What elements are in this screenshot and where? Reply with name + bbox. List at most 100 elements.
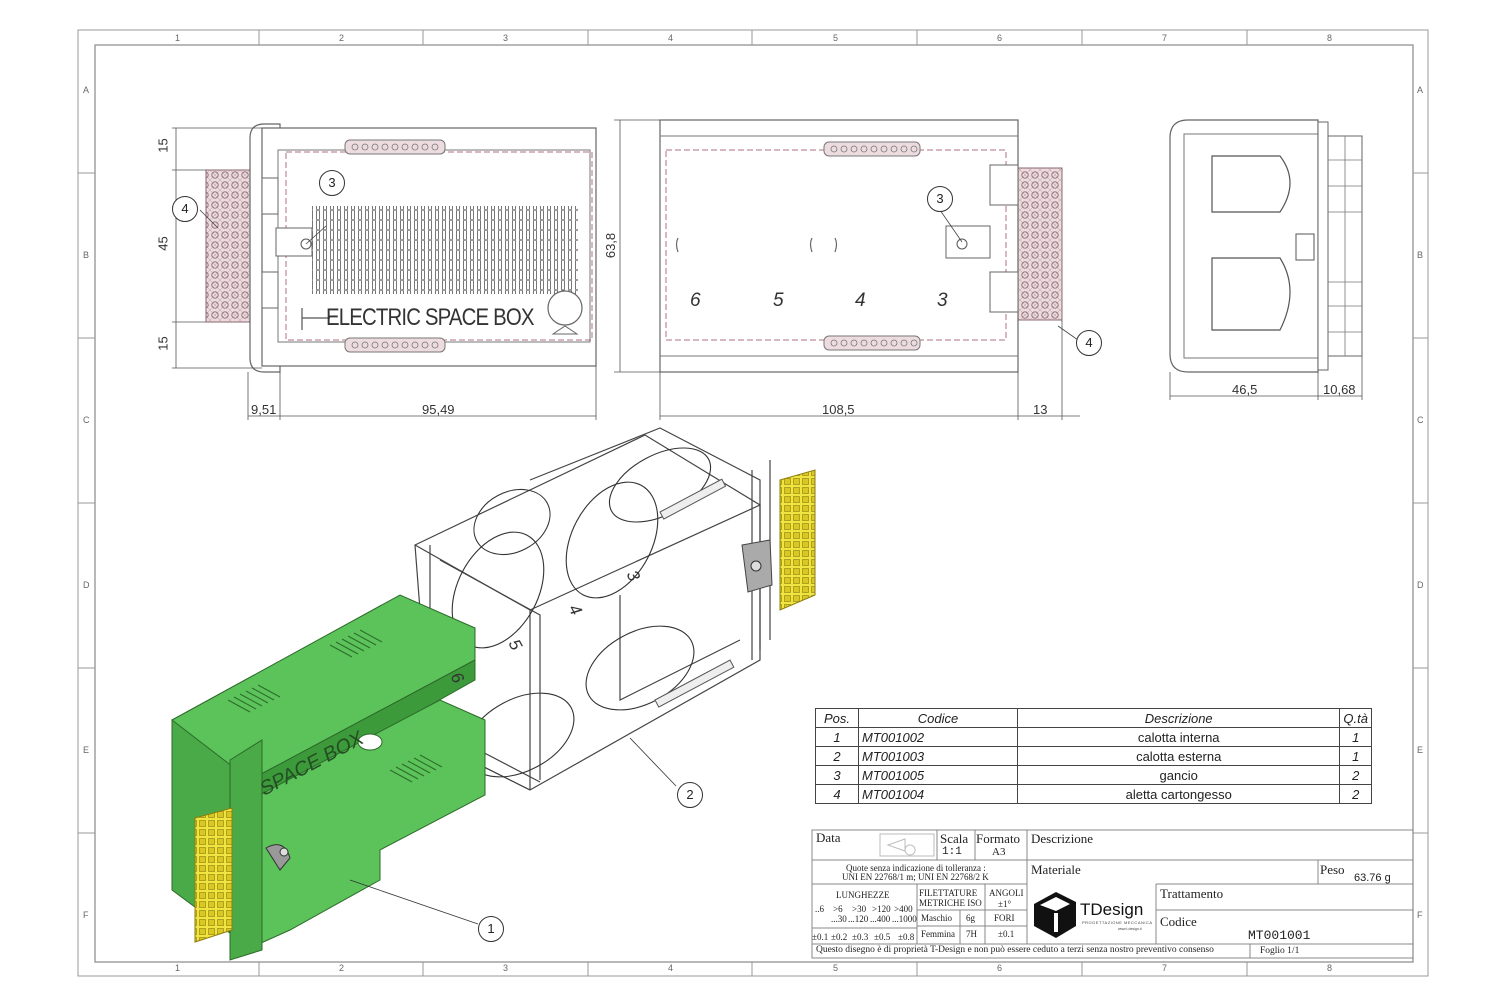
isometric-view — [171, 427, 816, 961]
tb-femmina-value: 7H — [966, 929, 977, 939]
balloon-2: 2 — [677, 782, 703, 808]
tdesign-logo-url: www.t-design.it — [1118, 927, 1142, 931]
clip-hardware — [741, 539, 773, 593]
inner-cap-green — [171, 594, 486, 961]
side-view — [1169, 119, 1363, 400]
tb-len-bottom-4: ...1000 — [892, 914, 917, 924]
tb-formato-value: A3 — [992, 846, 1006, 858]
tdesign-logo-mark — [1034, 892, 1076, 938]
table-row: 3 MT001005 gancio 2 — [815, 765, 1372, 785]
tb-len-top-0: ..6 — [815, 904, 824, 914]
tb-len-top-4: >400 — [894, 904, 913, 914]
tb-tolerance-note-2: UNI EN 22768/1 m; UNI EN 22768/2 K — [842, 872, 989, 882]
tb-peso-label: Peso — [1320, 862, 1345, 877]
tb-fori-label: FORI — [994, 913, 1015, 923]
tb-descrizione-label: Descrizione — [1031, 831, 1094, 846]
zone-col-1: 1 — [175, 33, 181, 43]
table-row: 1 MT001002 calotta interna 1 — [815, 727, 1372, 747]
dim-15-top: 15 — [155, 138, 171, 153]
bom-qty: 1 — [1339, 727, 1372, 747]
tb-femmina-label: Femmina — [921, 929, 955, 939]
front-number-4: 4 — [855, 290, 866, 311]
zone-row-f: F — [83, 910, 89, 920]
top-view — [172, 123, 597, 420]
front-number-3: 3 — [937, 290, 948, 311]
dim-45: 45 — [155, 236, 171, 251]
balloon-4-top: 4 — [172, 196, 198, 222]
dim-46-5: 46,5 — [1232, 382, 1258, 397]
zone-col-7: 7 — [1162, 33, 1168, 43]
tb-len-bottom-3: ...400 — [870, 914, 891, 924]
balloon-4-front: 4 — [1076, 330, 1102, 356]
zone-row-b-right: B — [1417, 250, 1424, 260]
bom-qty: 1 — [1339, 746, 1372, 766]
tb-lunghezze-label: LUNGHEZZE — [836, 890, 890, 900]
zone-col-5-bottom: 5 — [833, 963, 839, 973]
tb-len-tol-4: ±0.8 — [898, 932, 915, 942]
tb-len-bottom-2: ...120 — [848, 914, 869, 924]
zone-col-8-bottom: 8 — [1327, 963, 1333, 973]
tb-codice-value: MT001001 — [1248, 928, 1311, 943]
tb-angoli-value: ±1° — [998, 899, 1012, 909]
tb-angoli-label: ANGOLI — [989, 888, 1024, 898]
zone-row-d: D — [83, 580, 90, 590]
tb-scala-label: Scala — [940, 831, 969, 846]
table-row: 4 MT001004 aletta cartongesso 2 — [815, 784, 1372, 804]
title-block-frame — [811, 829, 1414, 959]
bom-qty: 2 — [1339, 765, 1372, 785]
bom-pos: 2 — [815, 746, 859, 766]
zone-row-a-right: A — [1417, 85, 1424, 95]
yellow-flap-left — [194, 807, 233, 943]
zone-col-3-bottom: 3 — [503, 963, 509, 973]
drawing-frame — [77, 29, 1429, 977]
tb-trattamento-label: Trattamento — [1160, 886, 1224, 901]
bom-header-code: Codice — [858, 708, 1018, 728]
bom-code: MT001004 — [858, 784, 1018, 804]
tb-codice-label: Codice — [1160, 914, 1197, 929]
zone-row-e: E — [83, 745, 90, 755]
bom-qty: 2 — [1339, 784, 1372, 804]
bom-header-row: Pos. Codice Descrizione Q.tà — [815, 708, 1372, 728]
zone-col-3: 3 — [503, 33, 509, 43]
tb-maschio-value: 6g — [966, 913, 975, 923]
zone-col-4: 4 — [668, 33, 674, 43]
tb-len-tol-2: ±0.3 — [852, 932, 869, 942]
front-view — [614, 119, 1080, 420]
front-number-6: 6 — [690, 290, 701, 311]
zone-row-c-right: C — [1417, 415, 1424, 425]
bom-code: MT001003 — [858, 746, 1018, 766]
zone-col-2: 2 — [339, 33, 345, 43]
zone-col-8: 8 — [1327, 33, 1333, 43]
balloon-3-front: 3 — [927, 186, 953, 212]
bom-code: MT001002 — [858, 727, 1018, 747]
dim-63-8: 63,8 — [603, 232, 619, 259]
tb-peso-value: 63.76 g — [1354, 872, 1391, 884]
zone-row-d-right: D — [1417, 580, 1424, 590]
balloon-3-top: 3 — [319, 170, 345, 196]
balloon-1: 1 — [478, 916, 504, 942]
tb-len-top-3: >120 — [872, 904, 891, 914]
tb-foglio: Foglio 1/1 — [1260, 946, 1300, 956]
tb-disclaimer: Questo disegno è di proprietà T-Design e… — [816, 945, 1214, 955]
tb-tolerance-note-1: Quote senza indicazione di tolleranza : — [846, 863, 986, 873]
tb-formato-label: Formato — [976, 831, 1021, 846]
tb-maschio-label: Maschio — [921, 913, 952, 923]
zone-col-2-bottom: 2 — [339, 963, 345, 973]
bom-desc: calotta interna — [1016, 727, 1341, 747]
zone-row-a: A — [83, 85, 90, 95]
dim-13: 13 — [1033, 402, 1048, 417]
box-brand-text: ELECTRIC SPACE BOX — [326, 304, 535, 331]
bom-pos: 4 — [815, 784, 859, 804]
dim-15-bottom: 15 — [155, 336, 171, 351]
tb-data-label: Data — [816, 830, 841, 845]
yellow-flap-right — [779, 469, 816, 611]
zone-row-e-right: E — [1417, 745, 1424, 755]
hinge-bars — [654, 478, 735, 708]
front-number-5: 5 — [773, 290, 784, 311]
tb-len-tol-3: ±0.5 — [874, 932, 891, 942]
zone-col-4-bottom: 4 — [668, 963, 674, 973]
tb-metriche-label: METRICHE ISO — [919, 898, 982, 908]
bom-pos: 1 — [815, 727, 859, 747]
tb-len-top-1: >6 — [833, 904, 843, 914]
